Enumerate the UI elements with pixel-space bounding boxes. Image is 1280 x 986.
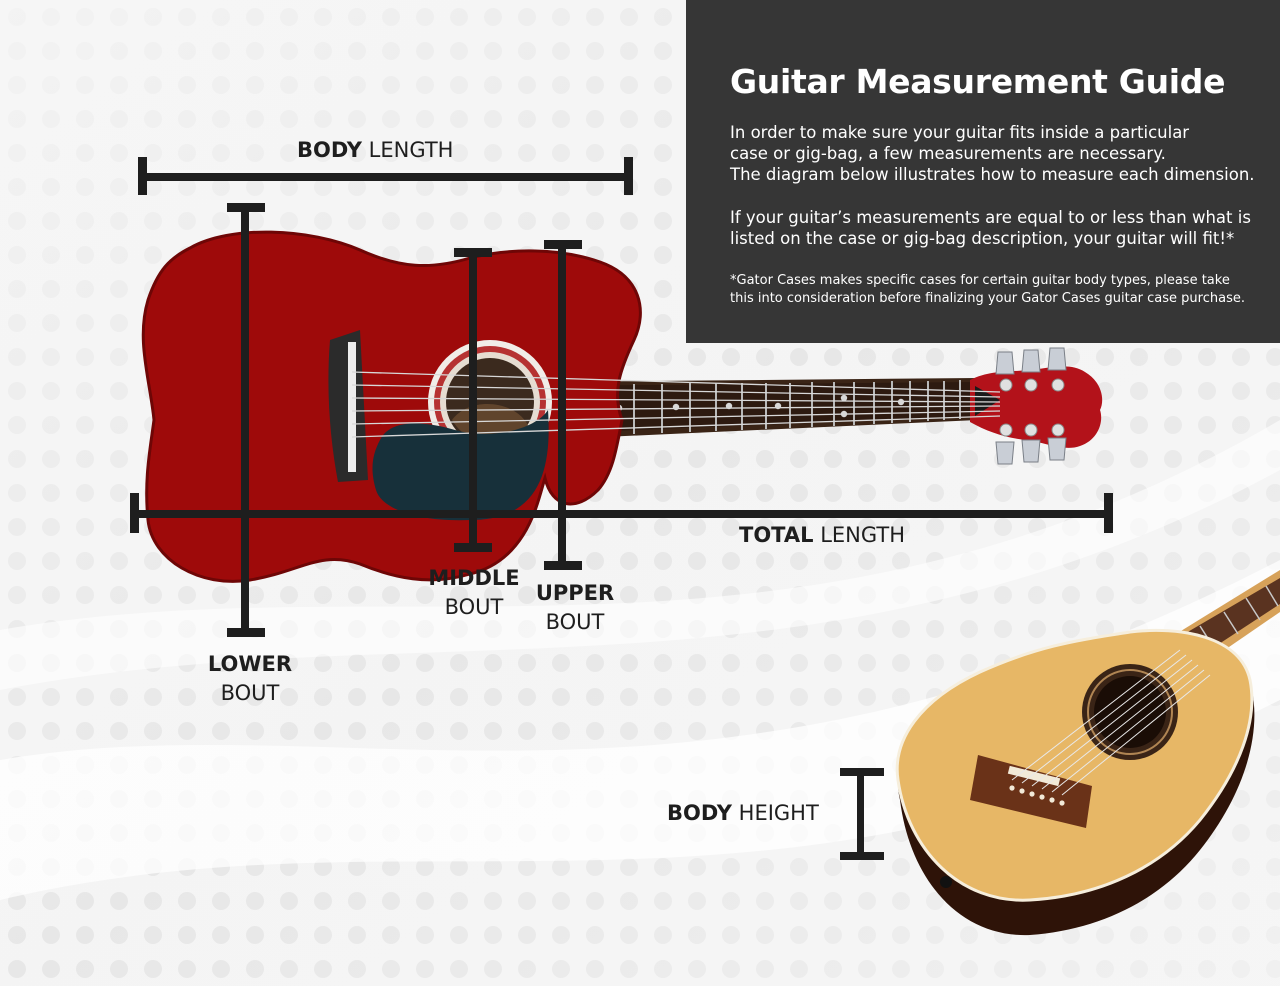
middle-bout-label: MIDDLE BOUT [420,564,528,622]
middle-bout-label-bold: MIDDLE [428,566,520,590]
body-length-label-bold: BODY [297,138,362,162]
total-length-label-rest: LENGTH [820,523,906,547]
lower-bout-label: LOWER BOUT [196,650,304,708]
guide-paragraph-1-line: The diagram below illustrates how to mea… [730,165,1255,184]
upper-bout-label: UPPER BOUT [521,579,629,637]
guide-paragraph-1-line: In order to make sure your guitar fits i… [730,123,1190,142]
guide-paragraph-2-line: If your guitar’s measurements are equal … [730,208,1251,227]
guide-paragraph-1: In order to make sure your guitar fits i… [730,122,1255,185]
lower-bout-label-bold: LOWER [207,652,293,676]
guide-title: Guitar Measurement Guide [730,62,1226,101]
lower-bout-label-rest: BOUT [220,681,280,705]
measurement-guide-panel: Guitar Measurement Guide In order to mak… [686,0,1280,343]
guide-paragraph-1-line: case or gig-bag, a few measurements are … [730,144,1166,163]
guide-footnote-line: this into consideration before finalizin… [730,291,1245,306]
natural-acoustic-guitar [895,570,1280,936]
guide-footnote-line: *Gator Cases makes specific cases for ce… [730,273,1230,288]
middle-bout-marker [454,248,492,552]
middle-bout-label-rest: BOUT [444,595,504,619]
body-length-label-rest: LENGTH [368,138,454,162]
upper-bout-label-rest: BOUT [545,610,605,634]
guide-paragraph-2: If your guitar’s measurements are equal … [730,207,1251,249]
body-height-label-rest: HEIGHT [738,801,819,825]
total-length-label-bold: TOTAL [739,523,814,547]
red-acoustic-guitar [141,230,1103,583]
upper-bout-label-bold: UPPER [535,581,615,605]
guide-footnote: *Gator Cases makes specific cases for ce… [730,272,1245,308]
body-height-marker [840,768,884,860]
body-height-label-bold: BODY [667,801,732,825]
body-height-label: BODY HEIGHT [667,799,819,828]
body-length-label: BODY LENGTH [297,136,453,165]
upper-bout-marker [544,240,582,570]
total-length-label: TOTAL LENGTH [739,521,905,550]
total-length-marker [130,493,1113,533]
measurement-markers [130,157,1113,860]
lower-bout-marker [227,203,265,637]
body-length-marker [138,157,633,195]
guide-paragraph-2-line: listed on the case or gig-bag descriptio… [730,229,1235,248]
